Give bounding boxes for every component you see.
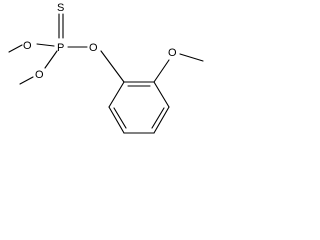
bond-o-methyl-top: [8, 44, 23, 53]
ring-double-3: [113, 107, 127, 129]
atom-p: P: [57, 42, 64, 54]
ring-bond-2: [153, 81, 170, 108]
bond-o-methyl-ring: [179, 53, 204, 62]
ring-bond-3: [153, 106, 170, 134]
bond-p-o-bottom: [44, 50, 58, 69]
ring-double-2: [151, 107, 165, 129]
ring-bond-5: [108, 106, 125, 134]
atom-o-methoxy-top: O: [23, 40, 32, 52]
atom-o-ring-methoxy: O: [168, 47, 177, 59]
atom-o-ester: O: [89, 42, 98, 54]
atom-s: S: [57, 2, 64, 14]
bond-p-o-top: [36, 43, 55, 47]
bond-o-methyl-bottom: [19, 76, 34, 85]
bonds: [8, 13, 204, 134]
atom-o-methoxy-bottom: O: [35, 69, 44, 81]
atom-labels: S P O O O O: [23, 2, 177, 81]
chemical-structure: S P O O O O: [8, 2, 204, 134]
ring-bond-6: [108, 81, 125, 108]
bond-o-ring: [100, 50, 125, 83]
bond-ring-o-methoxy: [153, 59, 170, 83]
